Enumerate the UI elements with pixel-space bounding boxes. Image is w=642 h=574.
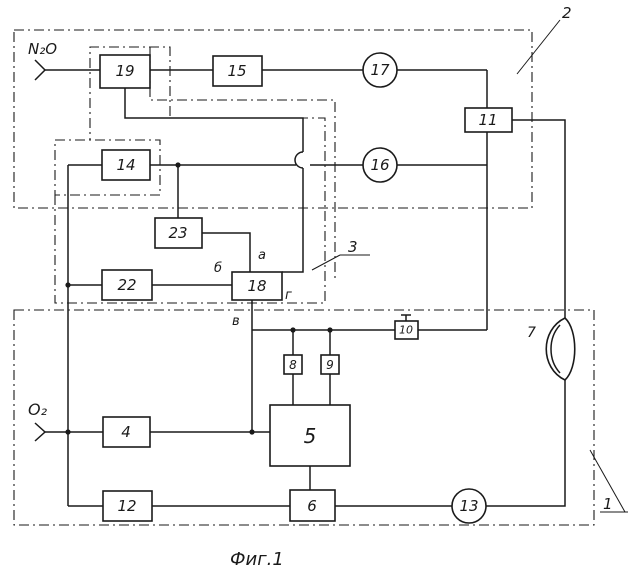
block-6: 6: [290, 490, 335, 521]
block-11: 11: [465, 108, 512, 132]
o2-input-label: O₂: [28, 400, 48, 419]
region-2-label: 2: [562, 4, 572, 22]
block-22-label: 22: [117, 276, 136, 294]
block-8: 8: [284, 355, 302, 374]
region-3-label: 3: [348, 238, 358, 256]
figure-caption: Фиг.1: [230, 549, 284, 570]
block-9: 9: [321, 355, 339, 374]
circle-16: 16: [363, 148, 397, 182]
block-23-label: 23: [168, 224, 187, 242]
block-8-label: 8: [289, 358, 297, 372]
block-14-label: 14: [116, 156, 135, 174]
circle-17: 17: [363, 53, 397, 87]
block-10-label: 10: [399, 324, 413, 337]
element-7-mask: [546, 318, 575, 380]
block-6-label: 6: [307, 497, 317, 515]
block-15-label: 15: [227, 62, 246, 80]
block-14: 14: [102, 150, 150, 180]
region-1-label: 1: [603, 495, 613, 513]
block-18-label: 18: [247, 277, 266, 295]
element-7-label: 7: [527, 325, 536, 341]
n2o-input-label: N₂O: [28, 40, 57, 58]
block-19: 19: [100, 55, 150, 88]
port-b-label: б: [214, 261, 222, 276]
port-v-label: в: [232, 314, 240, 329]
circle-13: 13: [452, 489, 486, 523]
port-a-label: а: [258, 248, 266, 263]
circle-16-label: 16: [370, 156, 389, 174]
block-22: 22: [102, 270, 152, 300]
block-4-label: 4: [121, 423, 131, 441]
region-3-outline: [55, 47, 325, 303]
block-18: 18: [232, 272, 282, 300]
region-2-frame: [14, 30, 532, 208]
port-g-label: г: [285, 288, 292, 303]
block-23: 23: [155, 218, 202, 248]
block-5: 5: [270, 405, 350, 466]
block-11-label: 11: [478, 111, 497, 129]
block-9-label: 9: [326, 358, 334, 372]
block-12-label: 12: [117, 497, 136, 515]
circle-13-label: 13: [459, 497, 478, 515]
block-15: 15: [213, 56, 262, 86]
block-10: 10: [395, 315, 418, 339]
block-5-label: 5: [304, 424, 317, 448]
block-19-label: 19: [115, 62, 134, 80]
block-12: 12: [103, 491, 152, 521]
block-4: 4: [103, 417, 150, 447]
circle-17-label: 17: [370, 61, 390, 79]
